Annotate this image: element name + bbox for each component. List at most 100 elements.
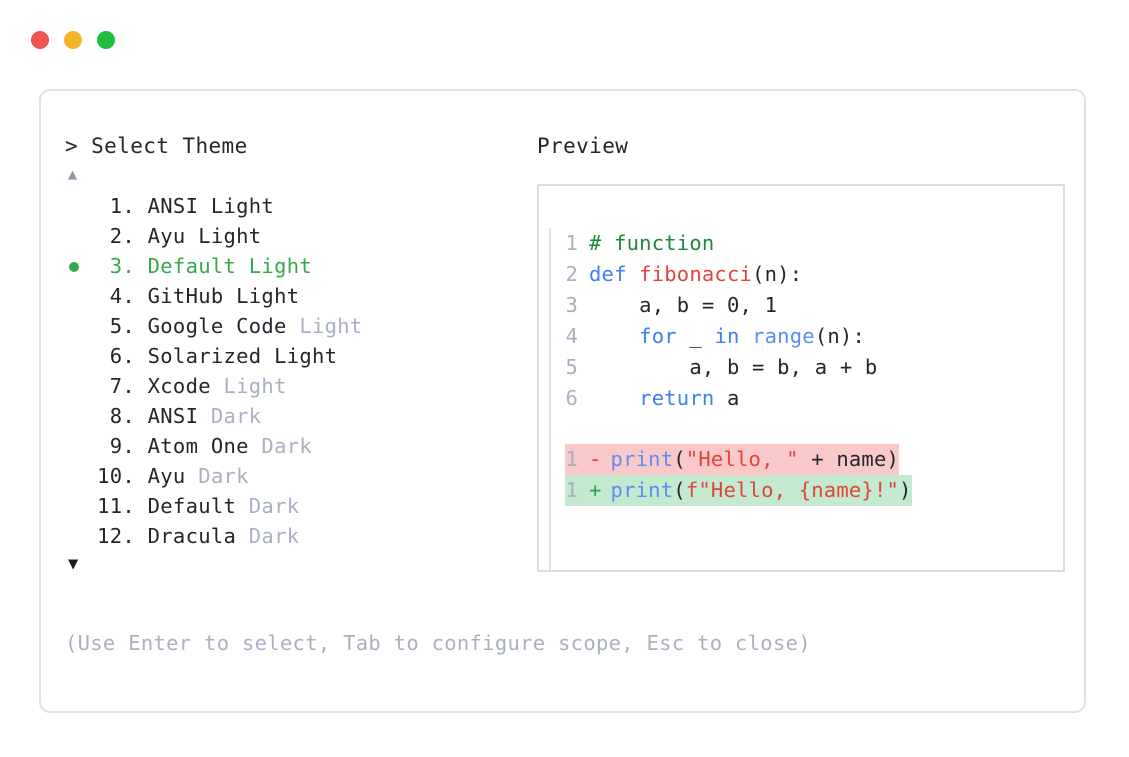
line-number: 1 (565, 447, 578, 471)
code-token: in (714, 324, 740, 348)
theme-list-item[interactable]: 5. Google Code Light (65, 311, 535, 341)
code-token: fibonacci (639, 262, 753, 286)
theme-item-index: 8. (109, 404, 135, 428)
keyboard-hint: (Use Enter to select, Tab to configure s… (65, 631, 811, 655)
minimize-window-button[interactable] (64, 31, 82, 49)
code-token: return (639, 386, 715, 410)
theme-item-name: ANSI (135, 404, 199, 428)
code-token: + name) (798, 447, 900, 471)
code-token: a, b = b, a + b (589, 355, 878, 379)
theme-item-index: 3. (109, 254, 135, 278)
theme-list-item[interactable]: 6. Solarized Light (65, 341, 535, 371)
code-line: 1 # function (565, 228, 1063, 259)
line-number: 1 (565, 478, 578, 502)
code-token: # function (589, 231, 715, 255)
theme-list-item[interactable]: 3. Default Light (65, 251, 535, 281)
theme-item-variant: Light (286, 314, 363, 338)
maximize-window-button[interactable] (97, 31, 115, 49)
theme-item-variant: Dark (236, 524, 300, 548)
diff-marker: - (589, 447, 602, 471)
code-token: , (739, 293, 765, 317)
theme-list-item[interactable]: 9. Atom One Dark (65, 431, 535, 461)
code-token: (n): (752, 262, 803, 286)
theme-item-index: 9. (109, 434, 135, 458)
code-token: f"Hello, {name}!" (685, 478, 900, 502)
theme-list-item[interactable]: 11. Default Dark (65, 491, 535, 521)
diff-highlight: 1 + print(f"Hello, {name}!") (565, 475, 912, 506)
theme-item-index: 11. (97, 494, 135, 518)
line-number: 1 (565, 231, 578, 255)
diff-highlight: 1- print("Hello, " + name) (565, 444, 900, 475)
theme-item-name: Dracula (135, 524, 237, 548)
theme-list-item[interactable]: 1. ANSI Light (65, 191, 535, 221)
code-token: for (639, 324, 677, 348)
theme-item-name: Atom One (135, 434, 249, 458)
theme-list-item[interactable]: 7. Xcode Light (65, 371, 535, 401)
theme-item-variant: Light (210, 374, 287, 398)
code-line: 3 a, b = 0, 1 (565, 290, 1063, 321)
theme-list-item[interactable]: 10. Ayu Dark (65, 461, 535, 491)
code-token (589, 324, 639, 348)
code-token: 1 (764, 293, 778, 317)
theme-list-item[interactable]: 4. GitHub Light (65, 281, 535, 311)
theme-item-variant: Light (198, 194, 275, 218)
close-window-button[interactable] (31, 31, 49, 49)
theme-item-name: Default (135, 494, 237, 518)
code-token: ( (673, 478, 686, 502)
scroll-down-icon[interactable]: ▼ (68, 554, 79, 574)
code-token: print (610, 478, 674, 502)
theme-item-index: 4. (109, 284, 135, 308)
code-token: ( (673, 447, 686, 471)
code-token: a (714, 386, 740, 410)
code-token: def (589, 262, 640, 286)
theme-item-index: 6. (109, 344, 135, 368)
theme-item-index: 12. (97, 524, 135, 548)
line-number: 5 (565, 355, 578, 379)
code-token: a, b = (589, 293, 727, 317)
window-controls (31, 31, 115, 49)
theme-item-variant: Dark (185, 464, 249, 488)
theme-item-variant: Light (261, 344, 338, 368)
theme-item-name: Default (135, 254, 237, 278)
theme-item-name: Google Code (135, 314, 287, 338)
theme-item-name: ANSI (135, 194, 199, 218)
theme-item-variant: Light (223, 284, 300, 308)
code-line: 6 return a (565, 383, 1063, 414)
theme-item-name: Ayu (135, 224, 186, 248)
prompt-caret-icon: > (65, 134, 79, 158)
code-token: "Hello, " (685, 447, 799, 471)
diff-line: 1 + print(f"Hello, {name}!") (565, 475, 1063, 506)
code-token: 0 (726, 293, 740, 317)
theme-item-name: Xcode (135, 374, 211, 398)
theme-list-item[interactable]: 2. Ayu Light (65, 221, 535, 251)
theme-list-item[interactable]: 12. Dracula Dark (65, 521, 535, 551)
preview-label: Preview (537, 134, 629, 158)
theme-item-index: 5. (109, 314, 135, 338)
selected-bullet-icon (69, 262, 79, 272)
theme-item-name: GitHub (135, 284, 224, 308)
theme-item-variant: Dark (248, 434, 312, 458)
code-line: 4 for _ in range(n): (565, 321, 1063, 352)
theme-list-item[interactable]: 8. ANSI Dark (65, 401, 535, 431)
theme-item-index: 10. (97, 464, 135, 488)
code-token (589, 386, 639, 410)
theme-item-variant: Light (185, 224, 262, 248)
line-number: 6 (565, 386, 578, 410)
line-number: 4 (565, 324, 578, 348)
diff-marker: + (589, 478, 602, 502)
line-number: 3 (565, 293, 578, 317)
scroll-up-icon[interactable]: ▲ (68, 165, 78, 183)
theme-item-index: 1. (109, 194, 135, 218)
code-token: ) (899, 478, 912, 502)
code-token: print (610, 447, 674, 471)
page-title-text: Select Theme (91, 134, 248, 158)
code-token (740, 324, 753, 348)
code-line: 5 a, b = b, a + b (565, 352, 1063, 383)
code-token: _ (676, 324, 715, 348)
